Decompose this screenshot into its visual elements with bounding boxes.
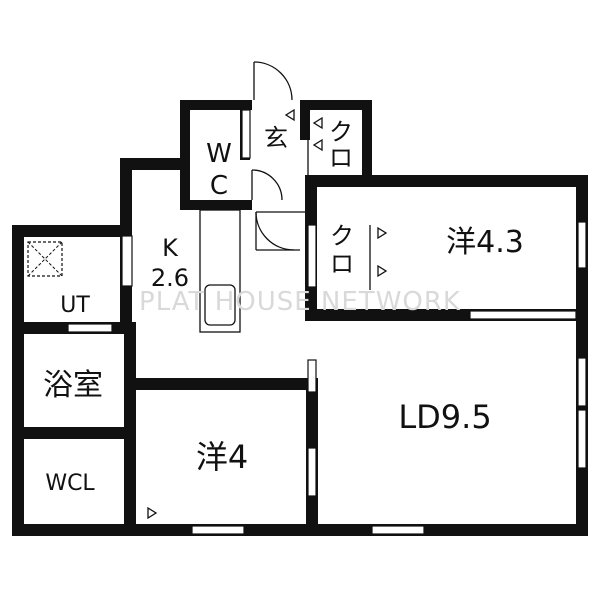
window-ld-bottom [371, 525, 425, 535]
wall-wc-bottom [180, 200, 252, 210]
room-bathroom-label: 浴室 [43, 368, 103, 403]
kitchen-counter [199, 209, 241, 333]
wall-right-top [305, 175, 588, 187]
wall-closet-top [300, 100, 372, 110]
room-wc-label-1: W [206, 139, 232, 169]
window-room4-bottom [191, 525, 245, 535]
closet-mid-marker-2 [377, 264, 388, 278]
wall-bath-bottom [12, 427, 136, 439]
opening-closet-mid [307, 224, 317, 288]
closet-markers [147, 108, 388, 520]
wc-door-arc [251, 169, 283, 201]
washer-diagonal-2 [27, 241, 63, 277]
room-kitchen-label-1: K [162, 234, 179, 262]
room-living-dining-label: LD9.5 [398, 398, 491, 436]
room-closet-top-label-2: ロ [329, 144, 353, 172]
room-western-4-label: 洋4 [196, 438, 248, 476]
sink-icon [204, 284, 236, 326]
opening-kitchen-left [121, 235, 133, 287]
room-closet-mid-label-1: ク [330, 222, 354, 250]
wcl-marker [147, 506, 158, 520]
wall-bath-right [124, 322, 136, 536]
window-43-right [577, 221, 587, 269]
room-closet-mid-label-2: ロ [330, 250, 354, 278]
closet-top-marker-1 [312, 116, 323, 130]
entrance-marker [284, 108, 295, 122]
room-wcl-label: WCL [45, 471, 95, 496]
room-western-43-label: 洋4.3 [446, 225, 524, 260]
washer-pan [27, 241, 63, 277]
wall-closet-left [300, 100, 310, 140]
window-ld-right-upper [577, 357, 587, 407]
wall-ut-top [12, 225, 124, 237]
room-entrance-label: 玄 [264, 124, 288, 152]
watermark: PLAT HOUSE NETWORK [139, 287, 461, 317]
wall-closet-right [362, 100, 372, 187]
opening-room4-right [307, 447, 317, 497]
wall-wc-top [180, 100, 252, 110]
doors [251, 61, 305, 251]
closet-mid-marker-1 [377, 226, 388, 240]
room-closet-top-label-1: ク [329, 118, 353, 146]
window-43-bottom [469, 310, 577, 320]
wall-left [12, 225, 24, 535]
window-ld-right-lower [577, 409, 587, 469]
entrance-door-arc [253, 61, 293, 101]
room-kitchen-label-2: 2.6 [151, 264, 189, 292]
room-wc-label-2: C [210, 171, 228, 201]
opening-wc-right [241, 109, 251, 159]
opening-ld-left [307, 359, 317, 393]
walls [12, 100, 588, 536]
windows [67, 109, 587, 535]
opening-ut-bath [67, 323, 113, 333]
wall-bottom [12, 524, 588, 536]
wall-wc-left [180, 100, 190, 210]
room-labels: W C 玄 ク ロ ク ロ 洋4.3 K 2.6 UT 浴室 LD9.5 洋4 … [43, 118, 524, 496]
washer-diagonal-1 [27, 241, 63, 277]
wall-room4-top [136, 378, 318, 390]
hall-door-arc [255, 211, 295, 251]
closet-top-marker-2 [312, 138, 323, 152]
room-utility-label: UT [60, 293, 90, 318]
wall-kitchen-top [120, 158, 182, 170]
washer-pan-icon [27, 241, 63, 277]
kitchen-fixtures [199, 209, 241, 333]
